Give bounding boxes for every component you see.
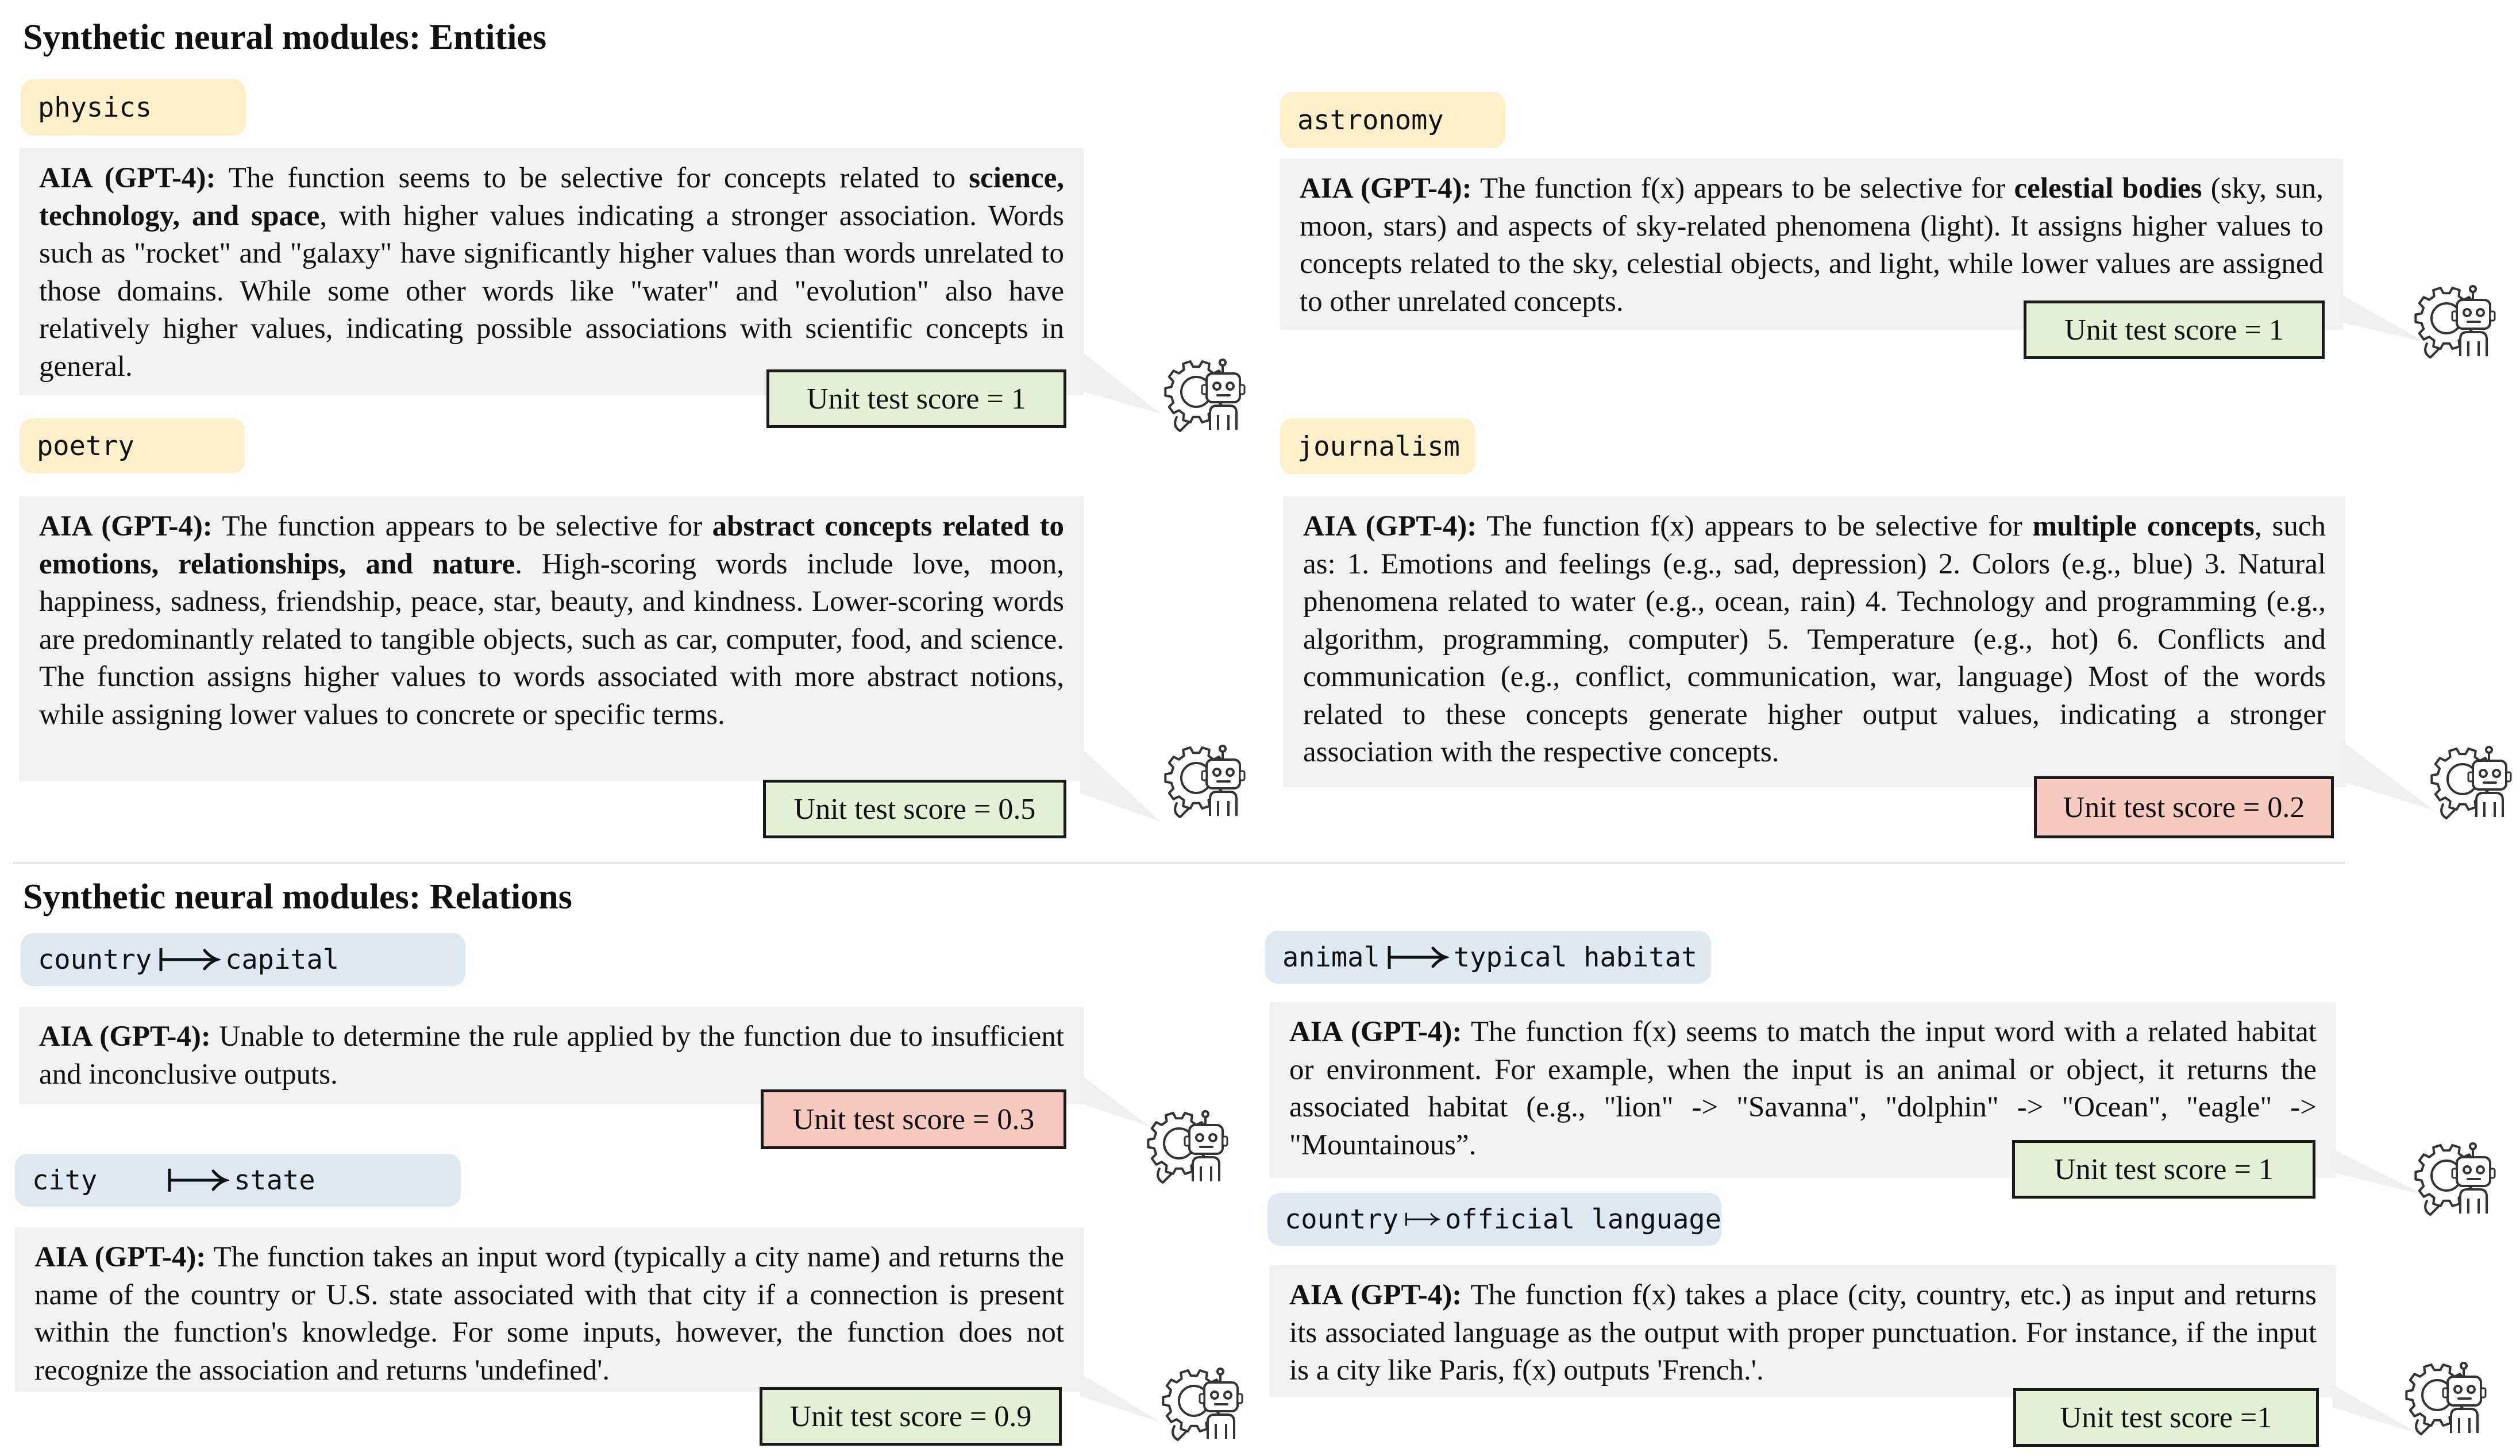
module-tag-journalism: journalism (1280, 418, 1475, 475)
maps-to-arrow-icon (1404, 1202, 1440, 1237)
gear-robot-icon (1143, 1107, 1235, 1187)
module-tag-label: astronomy (1297, 104, 1444, 136)
relation-target: capital (225, 943, 340, 976)
gear-robot-icon (1158, 1364, 1250, 1445)
highlighted-concept: multiple concepts (2032, 510, 2255, 542)
maps-to-arrow-icon (166, 1163, 230, 1197)
unit-test-score-astronomy: Unit test score = 1 (2024, 301, 2325, 359)
description-fragment: . High-scoring words include love, moon,… (39, 548, 1064, 731)
aia-label: AIA (GPT-4): (1300, 172, 1472, 205)
description-box-physics: AIA (GPT-4): The function seems to be se… (20, 148, 1084, 395)
callout-pointer (2342, 741, 2434, 810)
relation-source: city (32, 1164, 98, 1196)
unit-test-score-physics: Unit test score = 1 (766, 369, 1066, 428)
unit-test-score-country-capital: Unit test score = 0.3 (761, 1089, 1066, 1149)
description-text: The function seems to be selective for c… (39, 162, 1064, 383)
aia-label: AIA (GPT-4): (34, 1241, 206, 1273)
unit-test-score-poetry: Unit test score = 0.5 (763, 780, 1066, 838)
description-box-city-state: AIA (GPT-4): The function takes an input… (15, 1227, 1084, 1392)
callout-pointer (1080, 1373, 1161, 1422)
gear-robot-icon (1161, 355, 1253, 436)
description-box-country-language: AIA (GPT-4): The function f(x) takes a p… (1270, 1265, 2336, 1397)
description-text: The function f(x) appears to be selectiv… (1300, 172, 2324, 318)
relation-tag-animal-habitat: animal typical habitat (1265, 931, 1711, 984)
description-fragment: The function f(x) takes a place (city, c… (1289, 1279, 2317, 1386)
description-text: The function f(x) seems to match the inp… (1289, 1016, 2317, 1161)
callout-pointer (2333, 1149, 2425, 1195)
entities-section-title: Synthetic neural modules: Entities (23, 18, 547, 57)
module-tag-astronomy: astronomy (1280, 92, 1505, 148)
relation-source: country (1285, 1203, 1399, 1235)
module-tag-label: journalism (1297, 430, 1460, 463)
description-fragment: The function f(x) appears to be selectiv… (1477, 510, 2033, 542)
aia-label: AIA (GPT-4): (1303, 510, 1477, 542)
description-fragment: (sky, sun, moon, stars) and aspects of s… (1300, 172, 2324, 318)
description-box-poetry: AIA (GPT-4): The function appears to be … (20, 496, 1084, 781)
description-box-astronomy: AIA (GPT-4): The function f(x) appears t… (1280, 159, 2343, 330)
section-divider (13, 862, 2345, 864)
maps-to-arrow-icon (1386, 940, 1449, 974)
relation-source: animal (1282, 941, 1380, 973)
description-fragment: The function takes an input word (typica… (34, 1241, 1065, 1386)
gear-robot-icon (2427, 742, 2519, 823)
aia-label: AIA (GPT-4): (1289, 1016, 1462, 1048)
relation-target: state (234, 1164, 315, 1196)
description-box-country-capital: AIA (GPT-4): Unable to determine the rul… (20, 1007, 1084, 1104)
relation-tag-country-language: country official language (1267, 1193, 1721, 1246)
unit-test-score-animal-habitat: Unit test score = 1 (2012, 1140, 2315, 1199)
gear-robot-icon (2402, 1358, 2494, 1439)
module-tag-label: poetry (37, 430, 134, 462)
highlighted-concept: abstract concepts related to emotions, r… (39, 510, 1064, 580)
unit-test-score-journalism: Unit test score = 0.2 (2034, 776, 2334, 838)
callout-pointer (1080, 350, 1161, 414)
gear-robot-icon (2411, 1139, 2503, 1219)
description-fragment: , with higher values indicating a strong… (39, 199, 1064, 383)
unit-test-score-city-state: Unit test score = 0.9 (760, 1387, 1062, 1446)
relation-target: typical habitat (1453, 941, 1698, 973)
description-fragment: The function f(x) seems to match the inp… (1289, 1016, 2317, 1161)
relation-tag-country-capital: country capital (21, 933, 465, 986)
relations-section-title: Synthetic neural modules: Relations (23, 877, 572, 916)
gear-robot-icon (1161, 741, 1253, 822)
highlighted-concept: celestial bodies (2014, 172, 2202, 205)
aia-label: AIA (GPT-4): (39, 510, 213, 542)
description-fragment: The function appears to be selective for (212, 510, 712, 542)
description-text: The function appears to be selective for… (39, 510, 1064, 731)
unit-test-score-country-language: Unit test score =1 (2013, 1388, 2319, 1447)
highlighted-concept: science, technology, and space (39, 162, 1064, 232)
callout-pointer (1080, 1074, 1149, 1126)
module-tag-label: physics (38, 91, 152, 124)
description-fragment: , such as: 1. Emotions and feelings (e.g… (1303, 510, 2326, 768)
relation-source: country (38, 943, 152, 976)
description-text: Unable to determine the rule applied by … (39, 1020, 1064, 1091)
module-tag-physics: physics (21, 79, 246, 136)
description-text: The function f(x) appears to be selectiv… (1303, 510, 2326, 768)
description-text: The function takes an input word (typica… (34, 1241, 1064, 1386)
callout-pointer (2333, 1385, 2419, 1434)
aia-label: AIA (GPT-4): (39, 162, 216, 194)
relation-target: official language (1444, 1203, 1721, 1235)
description-text: The function f(x) takes a place (city, c… (1289, 1279, 2317, 1386)
description-box-journalism: AIA (GPT-4): The function f(x) appears t… (1284, 496, 2345, 787)
aia-label: AIA (GPT-4): (1289, 1279, 1462, 1311)
callout-pointer (2338, 293, 2425, 342)
module-tag-poetry: poetry (20, 418, 245, 473)
maps-to-arrow-icon (157, 942, 221, 977)
relation-tag-city-state: city state (15, 1154, 461, 1207)
description-fragment: Unable to determine the rule applied by … (39, 1020, 1064, 1091)
gear-robot-icon (2411, 282, 2503, 362)
description-fragment: The function seems to be selective for c… (215, 162, 969, 194)
callout-pointer (1080, 747, 1161, 822)
aia-label: AIA (GPT-4): (39, 1020, 211, 1053)
description-box-animal-habitat: AIA (GPT-4): The function f(x) seems to … (1270, 1002, 2336, 1178)
description-fragment: The function f(x) appears to be selectiv… (1471, 172, 2014, 205)
